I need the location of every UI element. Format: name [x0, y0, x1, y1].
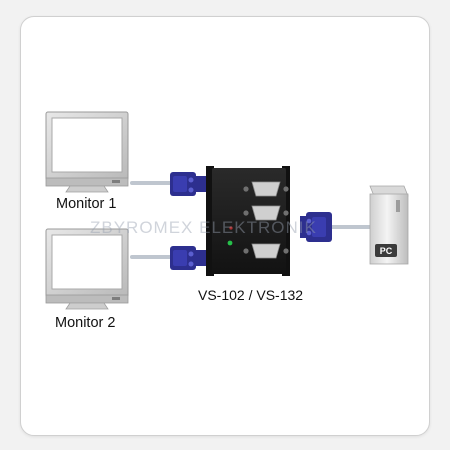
monitor-2-label: Monitor 2 [55, 315, 116, 331]
model-label: VS-102 / VS-132 [198, 287, 304, 303]
vga-connector-icon [170, 246, 206, 270]
pc-tower-icon: PC [369, 185, 409, 265]
cables [130, 181, 374, 259]
video-splitter-icon [206, 166, 290, 276]
vga-connector-icon [170, 172, 206, 196]
vga-connector-icon [300, 212, 332, 242]
monitor-1-label: Monitor 1 [56, 196, 117, 212]
monitor-2-icon [45, 228, 129, 310]
monitor-1-icon [45, 111, 129, 193]
power-led-icon [227, 240, 233, 246]
pc-badge-text: PC [380, 246, 393, 256]
watermark-text: ZBYROMEX ELEKTRONIK [90, 218, 317, 237]
